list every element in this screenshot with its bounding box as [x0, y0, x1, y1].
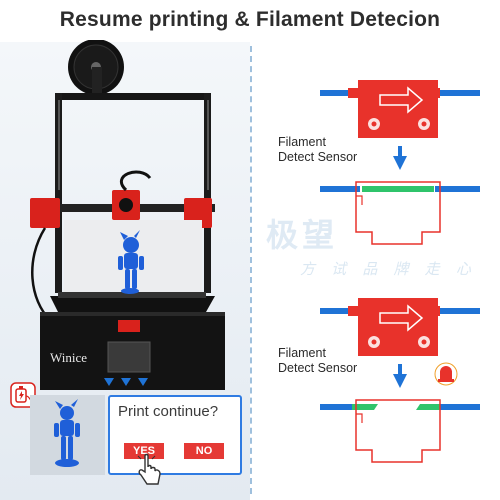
dialog-message: Print continue?	[118, 403, 219, 420]
filament-present-top	[362, 186, 434, 192]
filament-broken-right	[416, 404, 440, 410]
spool-holder	[92, 67, 102, 95]
arrow-down-icon	[393, 374, 407, 388]
sensor-outline-bottom	[355, 399, 441, 463]
arrow-right-icon	[379, 304, 424, 332]
printer-brand-logo: Winice	[50, 350, 88, 365]
filament-out-top	[435, 90, 480, 96]
print-preview-thumbnail	[30, 395, 105, 475]
heated-bed	[50, 296, 215, 312]
arrow-down-icon	[138, 378, 148, 386]
no-button[interactable]: NO	[184, 443, 224, 459]
printer-illustration	[30, 40, 225, 390]
y-motor	[118, 320, 140, 332]
yes-button[interactable]: YES	[124, 443, 164, 459]
left-frame	[55, 93, 62, 293]
sensor-diagrams	[320, 80, 480, 463]
arrow-right-icon	[379, 86, 424, 114]
warning-beacon-icon	[434, 362, 458, 386]
lcd-screen	[107, 341, 151, 373]
sensor-label-top-line2: Detect Sensor	[278, 150, 358, 164]
sensor-label-bottom-line1: Filament	[278, 346, 326, 360]
sensor-label-bottom: Filament Detect Sensor	[278, 346, 357, 376]
sensor-outline-top	[355, 181, 441, 245]
sensor-label-top-line1: Filament	[278, 135, 326, 149]
watermark-logo: 极望	[266, 217, 339, 253]
resume-print-dialog: Print continue? YES NO	[108, 395, 242, 475]
printed-model	[118, 230, 144, 294]
left-bracket	[30, 198, 60, 228]
watermark-slogan: 方 试 品 牌 走 心	[300, 261, 477, 278]
arrow-down-icon	[121, 378, 131, 386]
page-title: Resume printing & Filament Detecion	[59, 8, 441, 31]
arrow-down-icon	[104, 378, 114, 386]
arrow-down-icon	[393, 156, 407, 170]
sensor-label-bottom-line2: Detect Sensor	[278, 361, 358, 375]
panel-divider	[250, 46, 252, 494]
filament-broken-left	[352, 404, 378, 410]
top-frame	[55, 93, 211, 100]
right-frame	[204, 93, 211, 293]
sensor-label-top: Filament Detect Sensor	[278, 135, 357, 165]
pointing-hand-icon	[137, 453, 161, 485]
filament-in-top	[320, 90, 360, 96]
